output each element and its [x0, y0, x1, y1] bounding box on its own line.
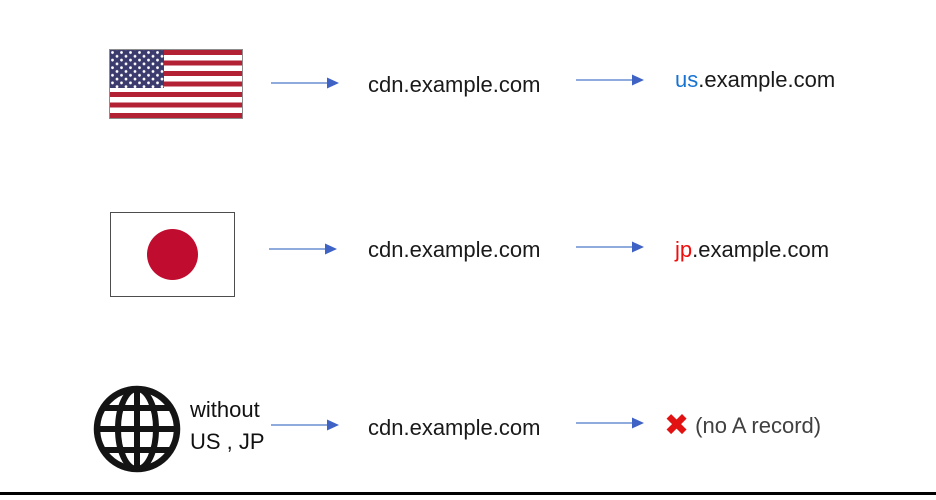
no-record-result: ✖ (no A record)	[664, 408, 821, 444]
right-arrow-icon	[575, 417, 645, 429]
japan-flag-sun	[147, 229, 198, 280]
origin-domain-world: cdn.example.com	[368, 415, 541, 440]
x-mark-icon: ✖	[664, 408, 690, 443]
resolved-prefix-us: us	[675, 67, 699, 92]
resolved-suffix-us: .example.com	[698, 67, 836, 92]
us-flag-icon	[109, 49, 243, 119]
globe-label: without US , JP	[190, 394, 265, 458]
right-arrow-icon	[270, 419, 340, 431]
origin-domain-us: cdn.example.com	[368, 72, 541, 97]
us-flag-canton	[110, 50, 164, 88]
globe-label-line2: US , JP	[190, 429, 265, 454]
right-arrow-icon	[270, 77, 340, 89]
origin-domain-jp: cdn.example.com	[368, 237, 541, 262]
bottom-divider	[0, 492, 936, 495]
resolved-suffix-jp: .example.com	[692, 237, 830, 262]
right-arrow-icon	[575, 74, 645, 86]
globe-label-line1: without	[190, 397, 260, 422]
resolved-domain-us: us.example.com	[675, 67, 835, 93]
japan-flag-icon	[110, 212, 235, 297]
no-record-note: (no A record)	[695, 413, 822, 438]
globe-icon	[93, 385, 181, 473]
right-arrow-icon	[268, 243, 338, 255]
resolved-prefix-jp: jp	[675, 237, 693, 262]
resolved-domain-jp: jp.example.com	[675, 237, 829, 263]
right-arrow-icon	[575, 241, 645, 253]
